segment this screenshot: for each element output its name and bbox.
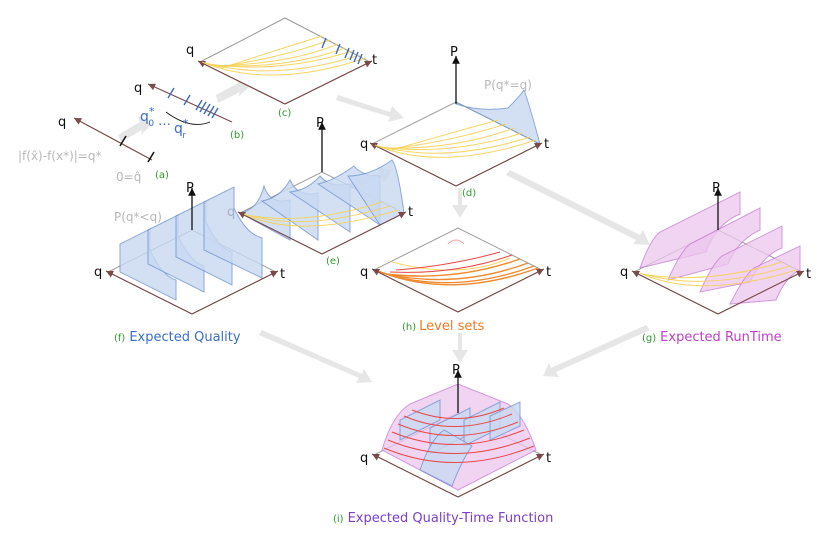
t-label-f: t xyxy=(280,267,285,282)
p-label-d: P xyxy=(450,45,458,60)
p-label-g: P xyxy=(712,181,720,196)
panel-f: P P(q*<q) q t (f)Expected Quality xyxy=(94,181,285,345)
q-label-d: q xyxy=(360,137,368,152)
caption-i: (i)Expected Quality-Time Function xyxy=(333,511,553,526)
panel-i: P q t (i)Expected Quality-Time Function xyxy=(333,363,553,526)
q-axis-b xyxy=(147,83,233,123)
t-label-g: t xyxy=(806,267,811,282)
yellow-curves-g xyxy=(639,261,797,287)
q-label-c: q xyxy=(186,43,194,58)
q0-label: q*0 xyxy=(140,105,155,129)
panel-g: P q t (g)Expected RunTime xyxy=(620,181,811,345)
density-surfaces-e xyxy=(238,159,405,241)
tag-d: (d) xyxy=(462,188,476,199)
level-curves-h xyxy=(377,251,539,286)
yellow-curves-d xyxy=(374,119,537,158)
cdf-surfaces-g xyxy=(639,191,801,305)
tag-a: (a) xyxy=(155,170,169,181)
p-lt-label: P(q*<q) xyxy=(114,210,162,224)
p-label-i: P xyxy=(452,363,460,378)
panel-e: P q t (e) xyxy=(227,116,413,267)
t-label-i: t xyxy=(546,451,551,466)
red-contours-i xyxy=(383,407,535,463)
t-label-h: t xyxy=(546,265,551,280)
tag-c: (c) xyxy=(278,108,291,119)
q-label-g: q xyxy=(620,265,628,280)
qr-label: q*r xyxy=(174,117,189,141)
panel-c: q t (c) xyxy=(186,17,377,119)
q-label-i: q xyxy=(360,451,368,466)
t-label-c: t xyxy=(372,53,377,68)
panel-b: q q*0 … q*r (b) xyxy=(134,81,244,141)
tag-e: (e) xyxy=(326,256,340,267)
ellipsis-label: … xyxy=(158,114,171,129)
p-eq-label: P(q*=q) xyxy=(484,78,532,92)
p-label-f: P xyxy=(186,181,194,196)
caption-f: (f)Expected Quality xyxy=(114,330,241,345)
yellow-curves-c xyxy=(201,35,367,76)
f-diff-label: |f(x̂)-f(x*)|=q* xyxy=(18,149,101,163)
q-samples-b xyxy=(167,87,219,119)
panel-d: P P(q*=q) q t (d) xyxy=(360,45,549,199)
q-label-f: q xyxy=(94,265,102,280)
t-label-d: t xyxy=(544,137,549,152)
yellow-curves-e xyxy=(243,201,399,227)
caption-h: (h)Level sets xyxy=(402,319,484,334)
q-label-a: q xyxy=(58,115,66,130)
t-label-e: t xyxy=(408,205,413,220)
tag-b: (b) xyxy=(230,130,244,141)
q-label-h: q xyxy=(360,265,368,280)
density-surface-d xyxy=(455,88,541,145)
q-axis-a xyxy=(73,117,153,161)
q-label-b: q xyxy=(134,81,142,96)
caption-g: (g)Expected RunTime xyxy=(642,330,782,345)
blue-ticks-c xyxy=(321,37,363,65)
panel-a: q |f(x̂)-f(x*)|=q* 0=q̂ (a) xyxy=(18,115,169,184)
q-star-tick-a xyxy=(119,135,127,147)
q-hat-tick-a xyxy=(147,151,155,163)
panel-h: q t (h)Level sets xyxy=(360,227,551,334)
zero-eq-label: 0=q̂ xyxy=(116,170,141,184)
p-label-e: P xyxy=(316,116,324,131)
cdf-surfaces-f xyxy=(119,186,263,301)
